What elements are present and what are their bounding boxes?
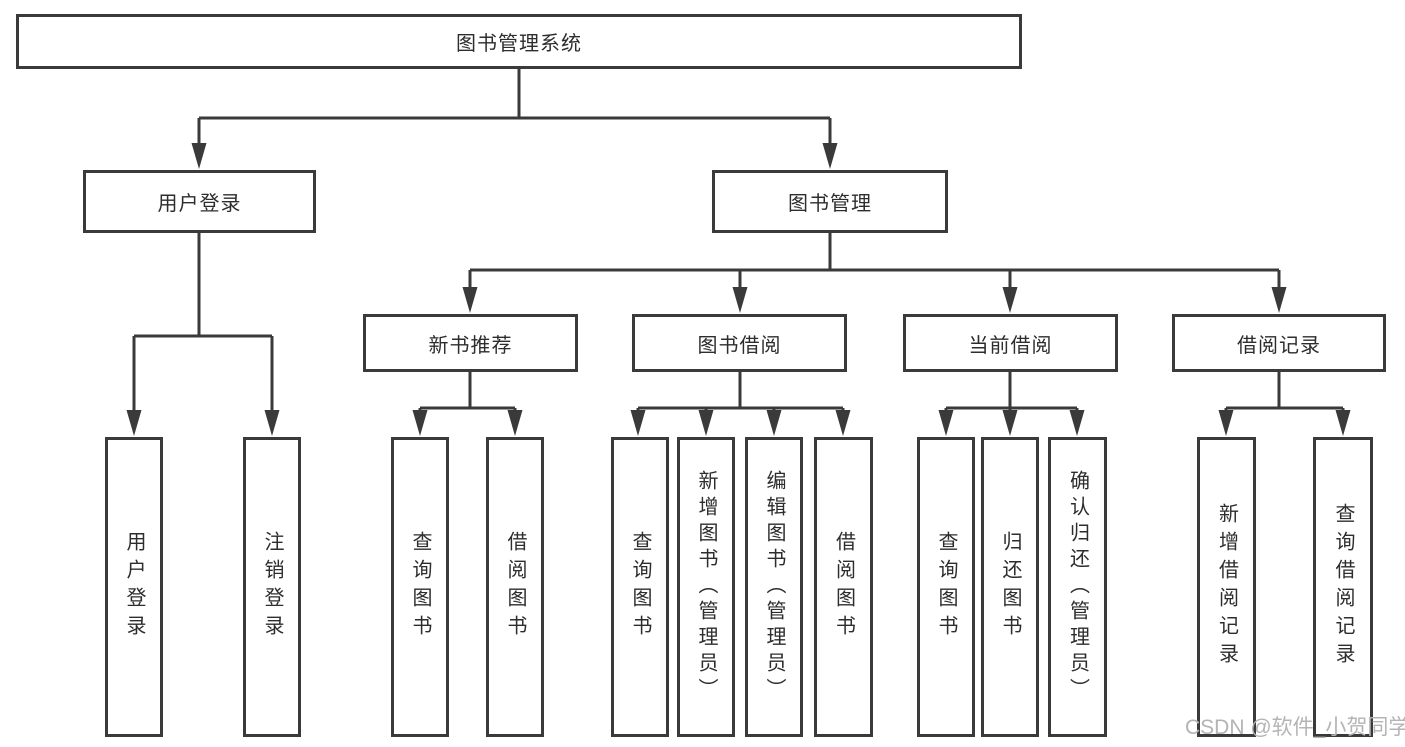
leaf-borrow-query-books: 查询图书 [611,437,669,737]
leaf-borrow-borrow-books: 借阅图书 [814,437,873,737]
leaf-borrow-add-books-admin-label: 新增图书（管理员） [695,470,717,704]
leaf-current-confirm-return-admin: 确认归还（管理员） [1048,437,1107,737]
leaf-current-query-books: 查询图书 [917,437,975,737]
leaf-newbooks-query-books: 查询图书 [391,437,449,737]
leaf-records-add-record-label: 新增借阅记录 [1215,503,1238,671]
node-new-book-recommend-label: 新书推荐 [428,334,513,357]
leaf-current-query-books-label: 查询图书 [935,531,957,643]
node-root-label: 图书管理系统 [456,33,582,55]
connector-user-login-to-leaves [126,233,280,436]
node-book-borrow: 图书借阅 [632,314,847,372]
leaf-newbooks-borrow-books-label: 借阅图书 [504,531,526,643]
leaf-borrow-edit-books-admin: 编辑图书（管理员） [745,437,803,737]
node-book-management-label: 图书管理 [788,193,872,215]
connector-book-mgmt-to-level3 [462,233,1287,313]
node-book-management: 图书管理 [712,170,948,233]
node-root-system: 图书管理系统 [16,14,1022,69]
connector-new-books-to-leaves [412,372,523,436]
leaf-records-add-record: 新增借阅记录 [1197,437,1256,737]
node-borrow-records-label: 借阅记录 [1237,334,1321,357]
node-new-book-recommend: 新书推荐 [363,314,578,372]
connector-borrow-records-to-leaves [1218,372,1351,436]
leaf-logout-label: 注销登录 [261,531,283,643]
node-user-login-label: 用户登录 [157,193,242,215]
leaf-borrow-edit-books-admin-label: 编辑图书（管理员） [763,470,785,704]
leaf-current-return-books-label: 归还图书 [999,531,1021,643]
leaf-current-return-books: 归还图书 [981,437,1039,737]
node-user-login: 用户登录 [83,170,316,233]
node-borrow-records: 借阅记录 [1172,314,1386,372]
leaf-user-login-label: 用户登录 [123,531,145,643]
leaf-records-query-record-label: 查询借阅记录 [1332,503,1354,671]
node-book-borrow-label: 图书借阅 [697,334,782,357]
leaf-newbooks-query-books-label: 查询图书 [409,531,431,643]
connector-book-borrow-to-leaves [630,372,851,436]
node-current-borrow-label: 当前借阅 [968,334,1053,357]
node-current-borrow: 当前借阅 [903,314,1118,372]
leaf-user-login: 用户登录 [105,437,163,737]
connector-current-borrow-to-leaves [938,372,1085,436]
connector-root-to-level2 [191,69,838,169]
leaf-borrow-query-books-label: 查询图书 [629,531,651,643]
csdn-watermark: CSDN @软件_小贺同学 [1185,716,1405,739]
leaf-logout: 注销登录 [243,437,301,737]
leaf-borrow-borrow-books-label: 借阅图书 [832,531,855,643]
leaf-borrow-add-books-admin: 新增图书（管理员） [677,437,735,737]
leaf-newbooks-borrow-books: 借阅图书 [486,437,544,737]
leaf-records-query-record: 查询借阅记录 [1313,437,1373,737]
leaf-current-confirm-return-admin-label: 确认归还（管理员） [1066,470,1089,704]
